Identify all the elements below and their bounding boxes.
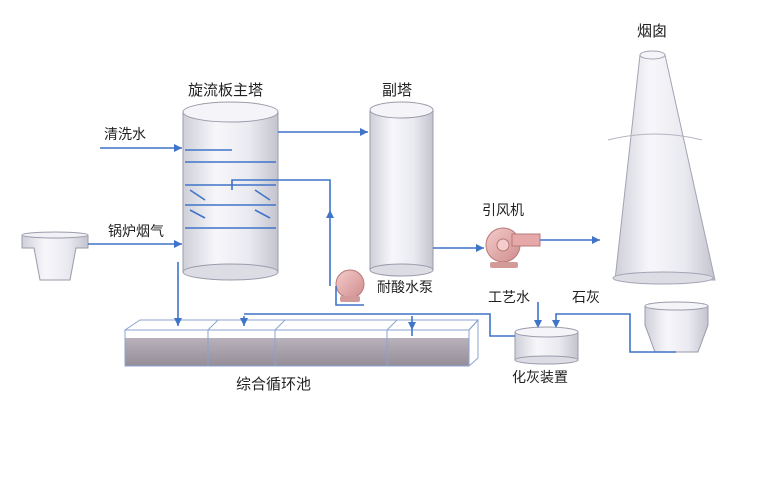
label-process-water: 工艺水 xyxy=(488,290,530,306)
label-lime: 石灰 xyxy=(572,290,600,306)
induced-fan xyxy=(485,227,541,268)
main-tower xyxy=(182,101,279,281)
swirl-plates xyxy=(185,149,276,229)
arrow-icon xyxy=(552,320,560,328)
pipes xyxy=(88,128,676,353)
label-chimney: 烟囱 xyxy=(637,22,667,40)
label-secondary-tower: 副塔 xyxy=(382,81,412,99)
arrow-icon xyxy=(174,144,182,152)
label-main-tower: 旋流板主塔 xyxy=(188,81,263,99)
secondary-tower xyxy=(369,101,434,277)
chimney xyxy=(607,50,716,285)
arrow-icon xyxy=(534,320,542,328)
label-circulation-pool: 综合循环池 xyxy=(236,375,311,393)
boiler-hopper xyxy=(21,231,89,281)
label-boiler-flue-gas: 锅炉烟气 xyxy=(108,224,164,240)
arrow-icon xyxy=(174,318,182,326)
circulation-pool xyxy=(124,319,480,367)
arrow-icon xyxy=(360,128,368,136)
lime-feed-pipe xyxy=(555,313,676,353)
slurry-return-pipe xyxy=(244,313,515,337)
arrow-icon xyxy=(174,240,182,248)
arrow-icon xyxy=(240,318,248,326)
arrow-icon xyxy=(408,322,416,330)
label-induced-fan: 引风机 xyxy=(482,203,524,219)
label-lime-slaking-unit: 化灰装置 xyxy=(512,370,568,386)
arrow-icon xyxy=(592,236,600,244)
arrow-icon xyxy=(476,244,484,252)
recirculation-pipe xyxy=(231,179,331,286)
acid-pump xyxy=(335,269,365,302)
label-acid-pump: 耐酸水泵 xyxy=(377,280,433,296)
label-wash-water: 清洗水 xyxy=(104,127,146,143)
arrow-icon xyxy=(326,210,334,218)
lime-slaking-unit xyxy=(514,326,579,365)
lime-hopper xyxy=(644,301,709,353)
